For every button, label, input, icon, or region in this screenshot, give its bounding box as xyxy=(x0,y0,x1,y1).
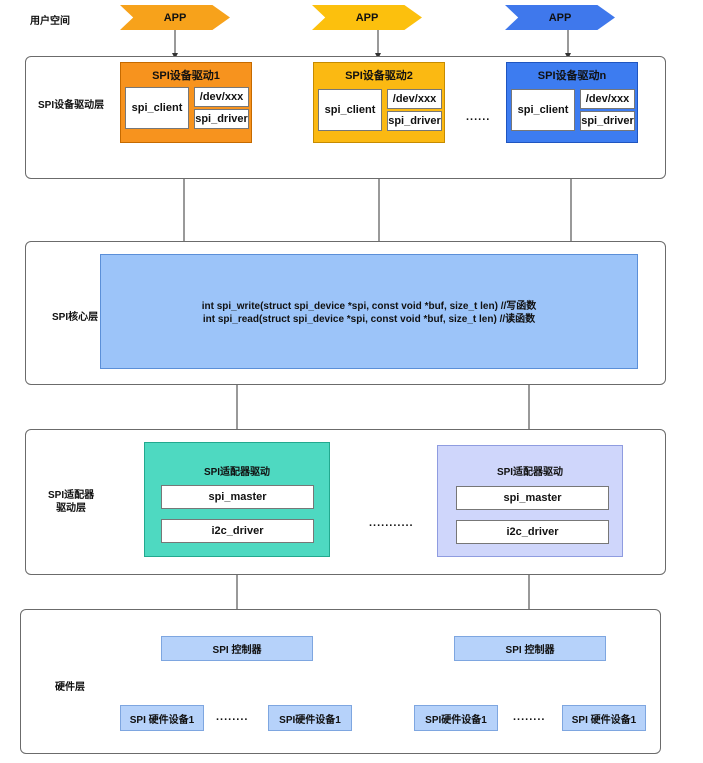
adapter-layer-label-line1: SPI适配器 xyxy=(48,490,95,501)
spi-master-box[interactable]: spi_master xyxy=(161,485,314,509)
core-layer-label: SPI核心层 xyxy=(52,312,99,323)
hw-device-ellipsis-2: ........ xyxy=(513,711,546,723)
spi-driver-box[interactable]: spi_driver xyxy=(194,109,249,129)
dev-node-box[interactable]: /dev/xxx xyxy=(580,89,635,109)
app-label: APP xyxy=(355,11,379,24)
device-driver-n[interactable]: SPI设备驱动n spi_client /dev/xxx spi_driver xyxy=(506,62,638,143)
hw-device-ellipsis-1: ........ xyxy=(216,711,249,723)
core-api-box[interactable]: int spi_write(struct spi_device *spi, co… xyxy=(100,254,638,369)
app-label: APP xyxy=(163,11,187,24)
app-label: APP xyxy=(548,11,572,24)
spi-controller-2[interactable]: SPI 控制器 xyxy=(454,636,606,661)
hardware-layer-panel xyxy=(20,609,661,754)
adapter-layer-label-line2: 驱动层 xyxy=(56,503,87,514)
i2c-driver-box[interactable]: i2c_driver xyxy=(161,519,314,543)
spi-client-box[interactable]: spi_client xyxy=(511,89,575,131)
app-arrow-3[interactable]: APP xyxy=(505,5,615,30)
app-arrow-2[interactable]: APP xyxy=(312,5,422,30)
spi-read-signature: int spi_read(struct spi_device *spi, con… xyxy=(202,314,536,325)
device-driver-title: SPI设备驱动2 xyxy=(345,70,413,82)
i2c-driver-box[interactable]: i2c_driver xyxy=(456,520,609,544)
device-driver-ellipsis: ...... xyxy=(466,111,491,123)
spi-write-signature: int spi_write(struct spi_device *spi, co… xyxy=(201,301,537,312)
device-driver-2[interactable]: SPI设备驱动2 spi_client /dev/xxx spi_driver xyxy=(313,62,445,143)
device-driver-title: SPI设备驱动1 xyxy=(152,70,220,82)
device-driver-1[interactable]: SPI设备驱动1 spi_client /dev/xxx spi_driver xyxy=(120,62,252,143)
spi-hw-device-1a[interactable]: SPI 硬件设备1 xyxy=(120,705,204,731)
adapter-driver-title: SPI适配器驱动 xyxy=(203,467,271,478)
adapter-driver-1[interactable]: SPI适配器驱动 spi_master i2c_driver xyxy=(144,442,330,557)
spi-driver-box[interactable]: spi_driver xyxy=(387,111,442,131)
spi-hw-device-2b[interactable]: SPI 硬件设备1 xyxy=(562,705,646,731)
spi-controller-1[interactable]: SPI 控制器 xyxy=(161,636,313,661)
adapter-layer-label: SPI适配器 驱动层 xyxy=(48,489,94,515)
hardware-layer-label: 硬件层 xyxy=(55,682,85,693)
device-driver-layer-label: SPI设备驱动层 xyxy=(38,100,105,111)
dev-node-box[interactable]: /dev/xxx xyxy=(194,87,249,107)
device-driver-title: SPI设备驱动n xyxy=(537,70,607,82)
spi-client-box[interactable]: spi_client xyxy=(318,89,382,131)
dev-node-box[interactable]: /dev/xxx xyxy=(387,89,442,109)
spi-master-box[interactable]: spi_master xyxy=(456,486,609,510)
spi-hw-device-1b[interactable]: SPI硬件设备1 xyxy=(268,705,352,731)
app-arrow-1[interactable]: APP xyxy=(120,5,230,30)
spi-driver-box[interactable]: spi_driver xyxy=(580,111,635,131)
adapter-driver-title: SPI适配器驱动 xyxy=(496,467,564,478)
adapter-ellipsis: ........... xyxy=(369,517,414,529)
adapter-driver-2[interactable]: SPI适配器驱动 spi_master i2c_driver xyxy=(437,445,623,557)
spi-client-box[interactable]: spi_client xyxy=(125,87,189,129)
spi-hw-device-2a[interactable]: SPI硬件设备1 xyxy=(414,705,498,731)
user-space-label: 用户空间 xyxy=(30,16,70,27)
